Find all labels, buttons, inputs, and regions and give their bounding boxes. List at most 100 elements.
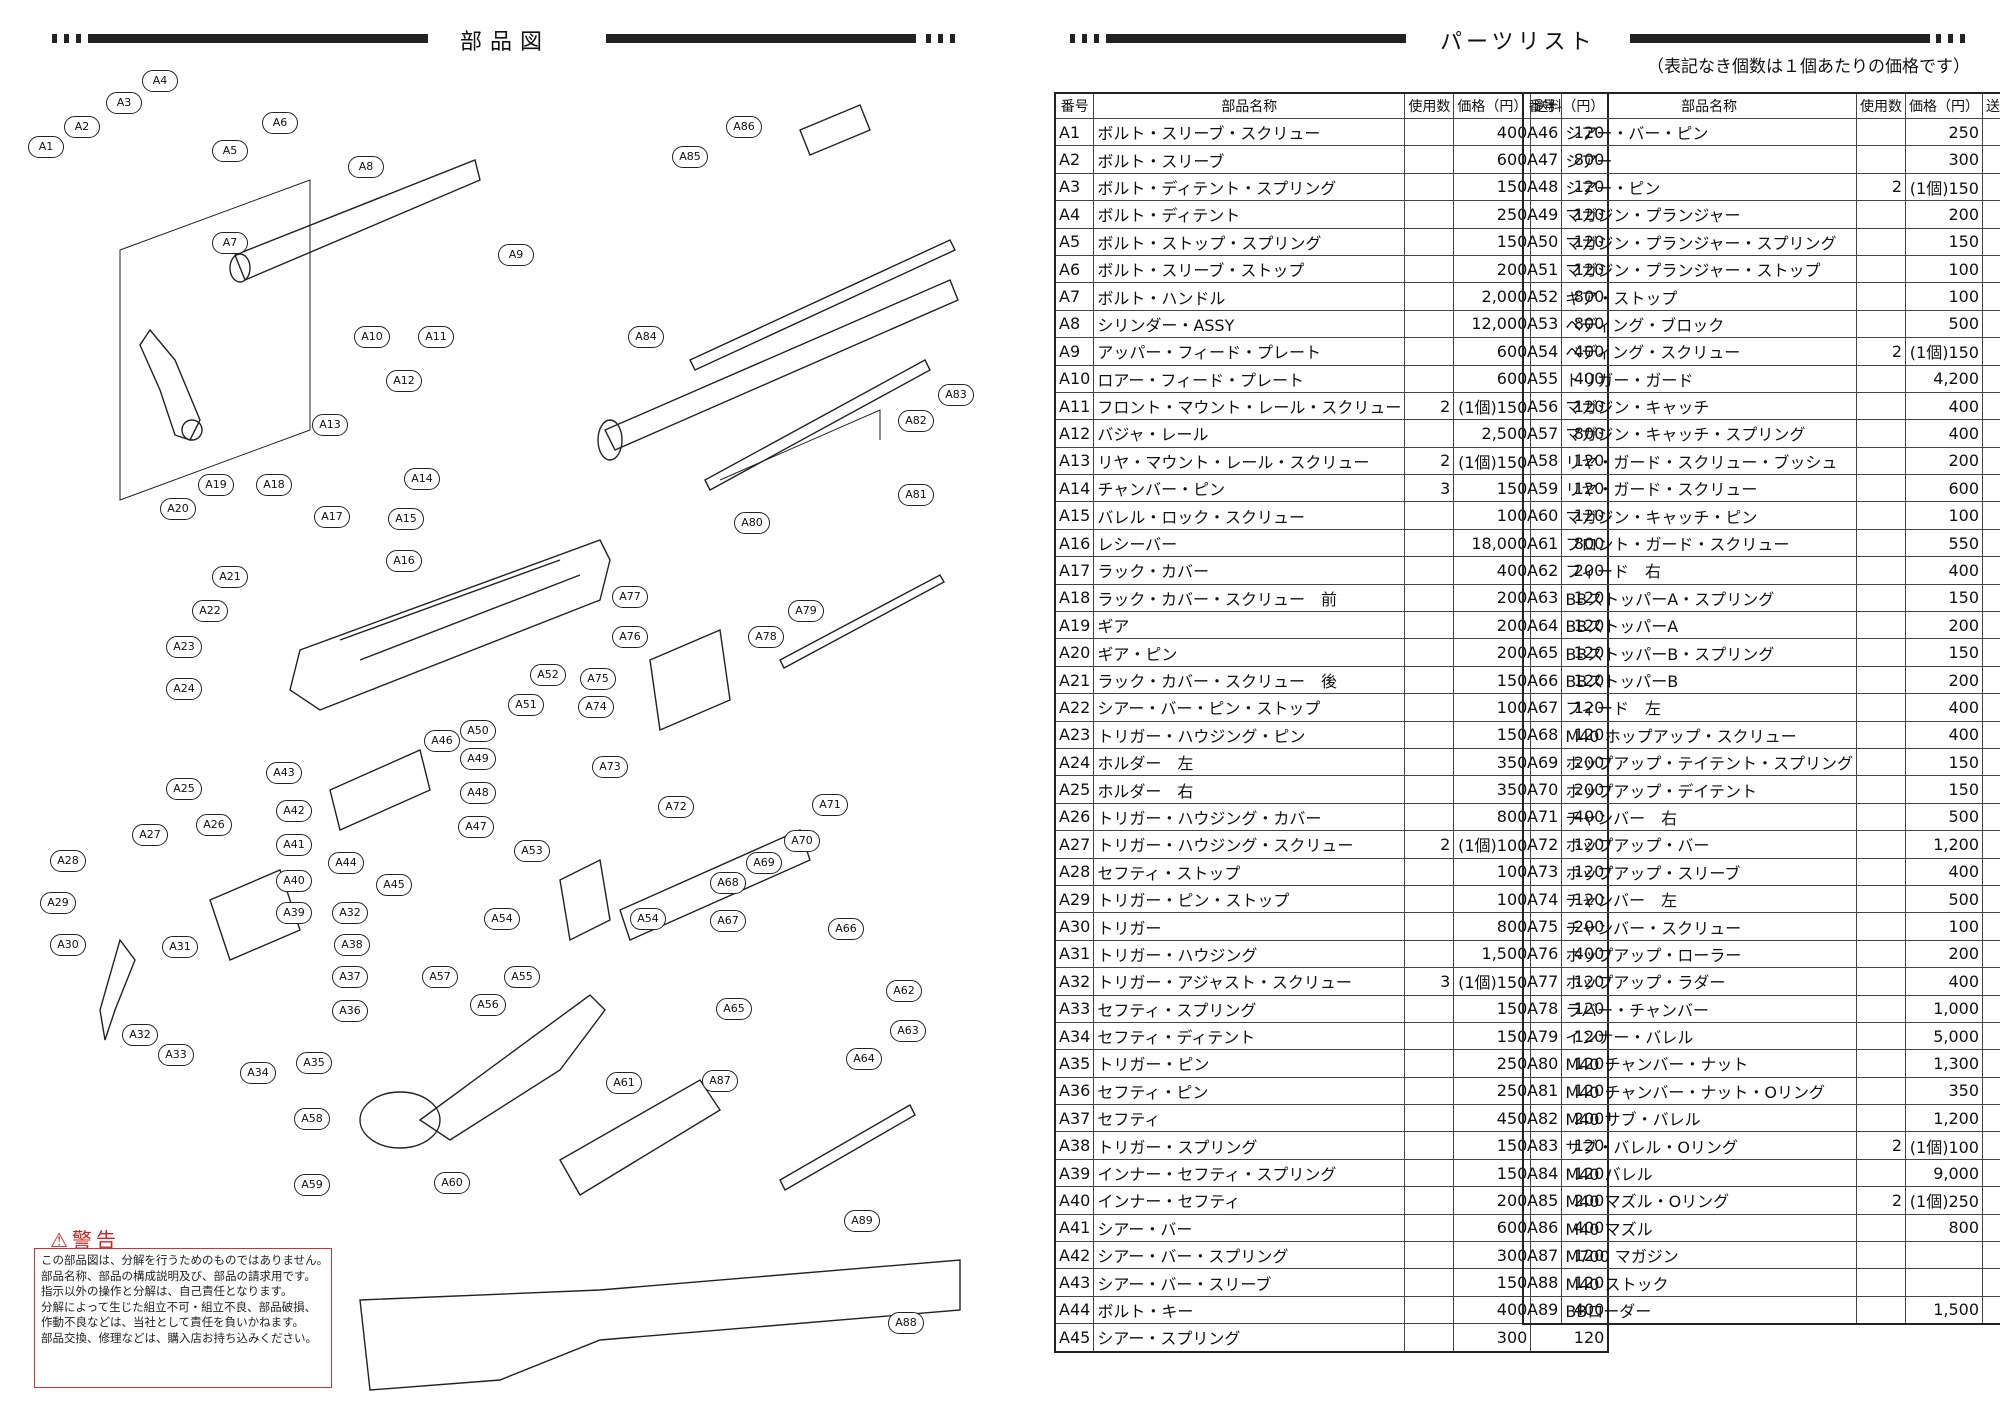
part-shipping: 120 bbox=[1982, 254, 2000, 284]
part-number: A84 bbox=[1522, 1158, 1563, 1188]
part-label: A28 bbox=[50, 850, 86, 872]
part-name: BBストッパーB・スプリング bbox=[1561, 638, 1857, 667]
part-quantity bbox=[1404, 611, 1455, 640]
part-name: ベディング・ブロック bbox=[1561, 309, 1857, 339]
part-label: A38 bbox=[334, 934, 370, 956]
part-number: A33 bbox=[1054, 994, 1095, 1023]
part-shipping: 120 bbox=[1982, 775, 2000, 804]
part-quantity: 3 bbox=[1404, 967, 1455, 996]
part-number: A35 bbox=[1054, 1049, 1095, 1078]
part-label: A63 bbox=[890, 1020, 926, 1042]
part-quantity bbox=[1404, 309, 1455, 339]
part-name: セフティ・ピン bbox=[1093, 1076, 1406, 1106]
part-label: A29 bbox=[40, 892, 76, 914]
part-number: A82 bbox=[1522, 1104, 1563, 1133]
header-dash bbox=[1960, 34, 1965, 43]
part-price: (1個)150 bbox=[1453, 446, 1532, 476]
part-shipping: 800 bbox=[1982, 1158, 2000, 1188]
part-name: ホルダー 左 bbox=[1093, 747, 1406, 777]
part-number: A47 bbox=[1522, 145, 1563, 174]
part-shipping: 200 bbox=[1982, 145, 2000, 174]
part-price: 150 bbox=[1905, 747, 1983, 777]
part-shipping: 200 bbox=[1982, 556, 2000, 585]
part-shipping: 400 bbox=[1982, 1295, 2000, 1325]
part-price: 100 bbox=[1905, 254, 1983, 284]
part-number: A4 bbox=[1054, 200, 1095, 229]
part-price: 250 bbox=[1453, 1049, 1532, 1078]
part-shipping: 200 bbox=[1982, 884, 2000, 914]
part-price: 400 bbox=[1905, 556, 1983, 585]
part-quantity bbox=[1404, 145, 1455, 174]
part-number: A71 bbox=[1522, 802, 1563, 832]
part-price: 12,000 bbox=[1453, 309, 1532, 339]
part-quantity bbox=[1404, 364, 1455, 393]
part-price: 200 bbox=[1905, 939, 1983, 969]
part-number: A86 bbox=[1522, 1213, 1563, 1243]
part-number: A50 bbox=[1522, 227, 1563, 256]
part-name: マガジン・キャッチ・スプリング bbox=[1561, 419, 1857, 448]
header-bar bbox=[606, 34, 916, 43]
part-name: トリガー・ピン・ストップ bbox=[1093, 884, 1406, 914]
part-name: M700 マガジン bbox=[1561, 1241, 1857, 1270]
part-label: A10 bbox=[354, 326, 390, 348]
part-name: M40 マズル・Oリング bbox=[1561, 1186, 1857, 1215]
part-price: 600 bbox=[1453, 364, 1532, 393]
part-shipping: 120 bbox=[1982, 1131, 2000, 1160]
part-label: A17 bbox=[314, 506, 350, 528]
part-name: ラック・カバー bbox=[1093, 556, 1406, 585]
part-quantity bbox=[1856, 309, 1906, 339]
part-name: M40 チャンバー・ナット・Oリング bbox=[1561, 1076, 1857, 1106]
header-number: 番号 bbox=[1522, 92, 1563, 119]
exploded-view-diagram bbox=[99, 104, 961, 1391]
part-name: リヤ・ガード・スクリュー・ブッシュ bbox=[1561, 446, 1857, 476]
part-quantity bbox=[1856, 583, 1906, 613]
part-name: トリガー・ハウジング bbox=[1093, 939, 1406, 969]
part-price: (1個)150 bbox=[1453, 391, 1532, 421]
part-label: A9 bbox=[498, 244, 534, 266]
part-label: A53 bbox=[514, 840, 550, 862]
part-number: A72 bbox=[1522, 830, 1563, 859]
part-price: 300 bbox=[1905, 145, 1983, 174]
part-quantity bbox=[1404, 1104, 1455, 1133]
part-quantity bbox=[1856, 611, 1906, 640]
part-quantity bbox=[1856, 1213, 1906, 1243]
part-label: A79 bbox=[788, 600, 824, 622]
header-shipping: 送料（円） bbox=[1982, 92, 2000, 119]
part-number: A62 bbox=[1522, 556, 1563, 585]
header-dash bbox=[1936, 34, 1941, 43]
part-price: 150 bbox=[1453, 994, 1532, 1023]
part-label: A34 bbox=[240, 1062, 276, 1084]
part-label: A14 bbox=[404, 468, 440, 490]
part-quantity bbox=[1856, 556, 1906, 585]
part-number: A39 bbox=[1054, 1158, 1095, 1188]
part-shipping: 800 bbox=[1982, 1021, 2000, 1051]
part-shipping: 800 bbox=[1982, 364, 2000, 393]
part-shipping: 120 bbox=[1982, 1186, 2000, 1215]
part-label: A88 bbox=[888, 1312, 924, 1334]
part-number: A67 bbox=[1522, 693, 1563, 722]
part-quantity bbox=[1404, 1131, 1455, 1160]
part-shipping: 120 bbox=[1982, 638, 2000, 667]
part-shipping: 120 bbox=[1982, 1076, 2000, 1106]
part-name: トリガー・ハウジング・ピン bbox=[1093, 720, 1406, 749]
part-label: A42 bbox=[276, 800, 312, 822]
part-name: マガジン・プランジャー・ストップ bbox=[1561, 254, 1857, 284]
part-price: 2,500 bbox=[1453, 419, 1532, 448]
header-number: 番号 bbox=[1054, 92, 1095, 119]
part-number: A24 bbox=[1054, 747, 1095, 777]
part-price: 150 bbox=[1453, 1131, 1532, 1160]
part-label: A21 bbox=[212, 566, 248, 588]
part-name: セフティ・ディテント bbox=[1093, 1021, 1406, 1051]
part-number: A12 bbox=[1054, 419, 1095, 448]
part-number: A9 bbox=[1054, 337, 1095, 366]
header-quantity: 使用数 bbox=[1404, 92, 1455, 119]
part-name: M40 サブ・バレル bbox=[1561, 1104, 1857, 1133]
part-price: 4,200 bbox=[1905, 364, 1983, 393]
part-price: 1,200 bbox=[1905, 830, 1983, 859]
